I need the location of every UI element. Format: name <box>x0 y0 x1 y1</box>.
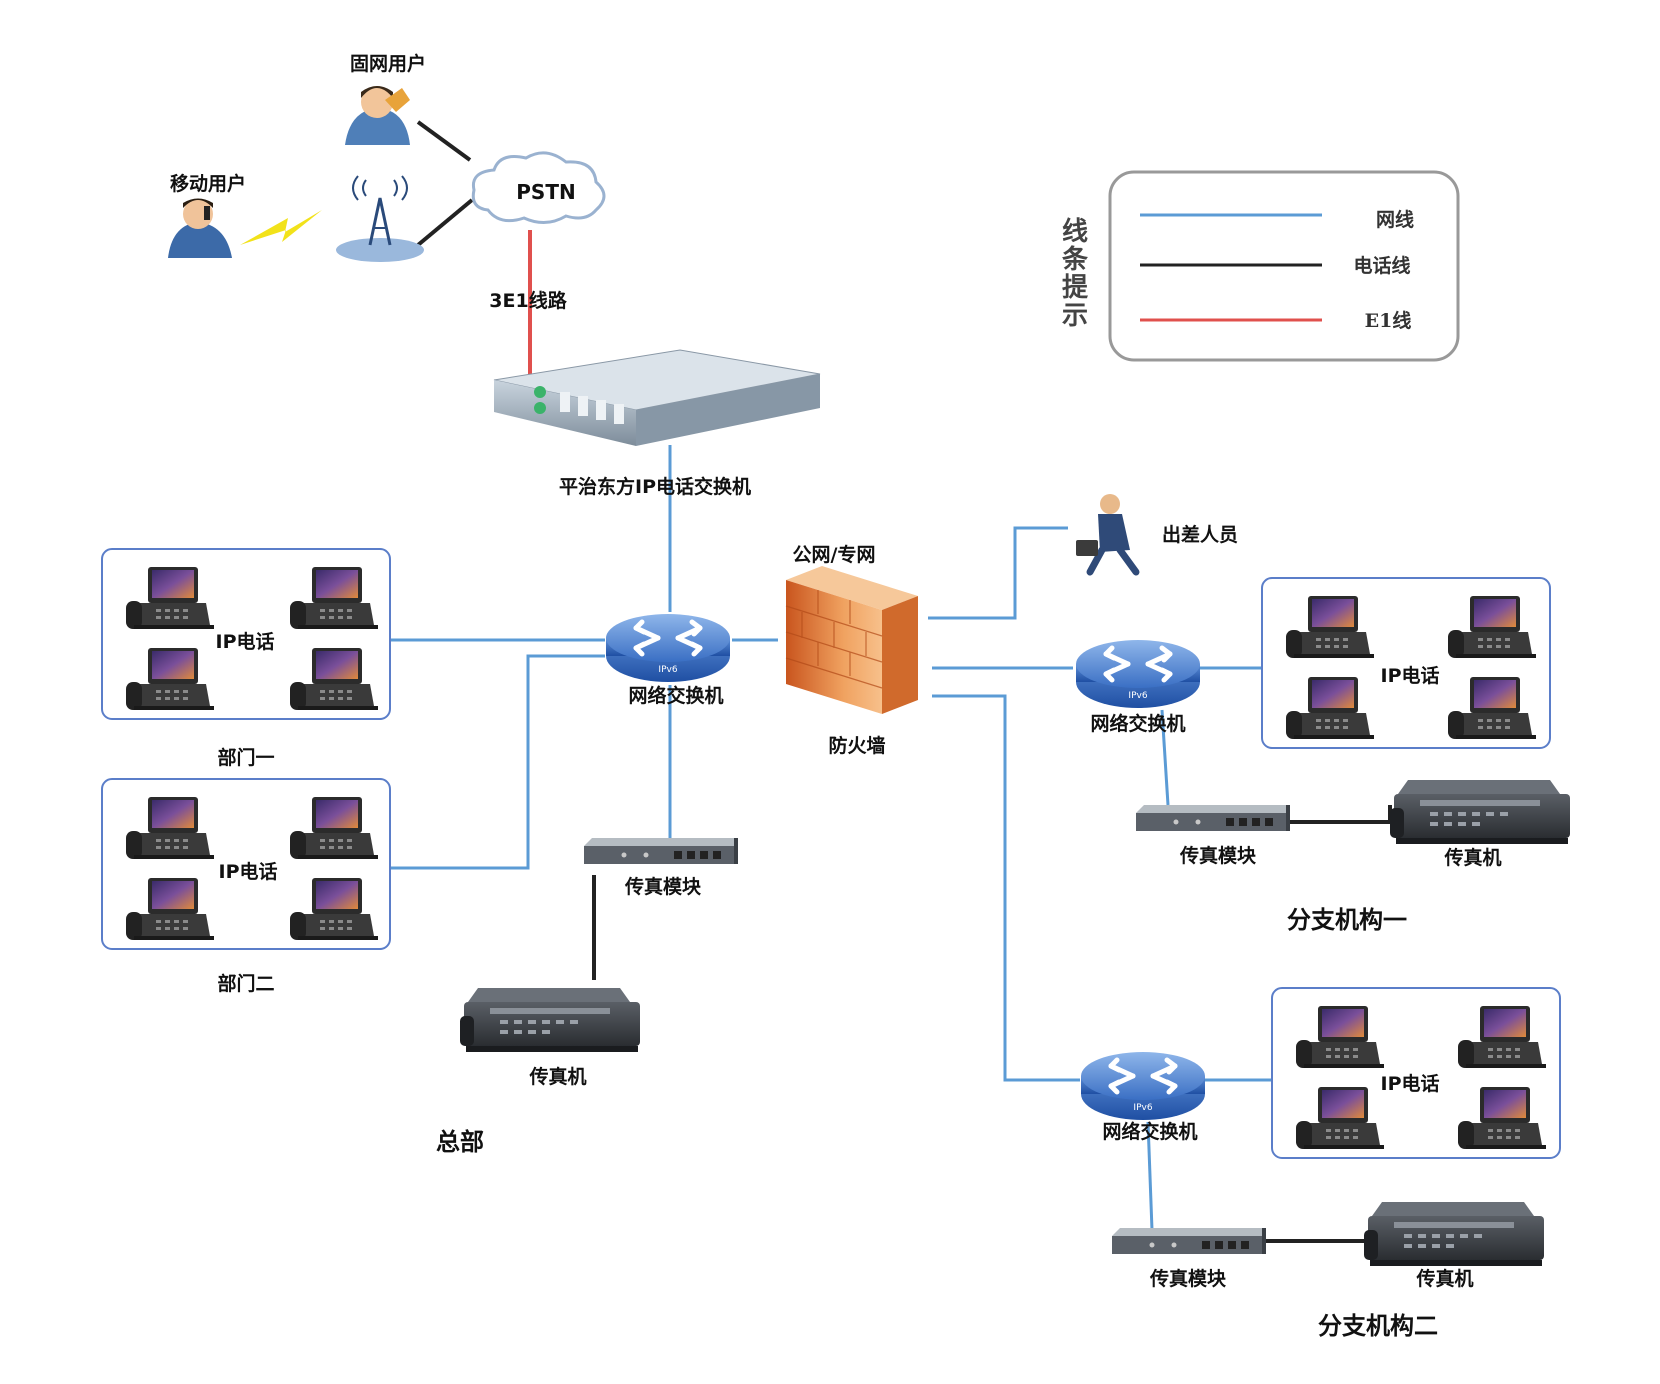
net-lines <box>390 445 1272 1231</box>
cloud-icon <box>471 151 606 224</box>
traveler-label: 出差人员 <box>1162 523 1238 546</box>
fax-machine-icon <box>460 988 640 1052</box>
branch1-switch-label: 网络交换机 <box>1090 712 1185 735</box>
fixed-user-label: 固网用户 <box>350 52 426 75</box>
hq-dept1-phone-group: IP电话 <box>101 548 391 720</box>
firewall-icon <box>785 566 918 714</box>
fax-machine-icon <box>1364 1202 1544 1266</box>
hq-fax-label: 传真机 <box>528 1065 586 1088</box>
fax-module-icon <box>1136 805 1290 831</box>
hq-fax-module-label: 传真模块 <box>624 875 702 898</box>
legend-item-e1: E1线 <box>1365 309 1412 332</box>
legend-item-net: 网线 <box>1376 208 1414 231</box>
branch2-phones-label: IP电话 <box>1381 1072 1440 1095</box>
router-icon <box>606 614 730 682</box>
branch2-label: 分支机构二 <box>1318 1312 1438 1340</box>
hq-label: 总部 <box>436 1128 484 1156</box>
branch1-fax-label: 传真机 <box>1443 846 1501 869</box>
branch1-label: 分支机构一 <box>1287 906 1407 934</box>
legend-title-char-4: 示 <box>1062 301 1088 331</box>
person-mobile-icon <box>168 198 232 258</box>
router-icon <box>1081 1052 1205 1120</box>
dept2-label: 部门二 <box>217 972 274 995</box>
traveler-icon <box>1076 494 1140 576</box>
branch2-fax-module-label: 传真模块 <box>1149 1267 1227 1290</box>
fax-module-icon <box>1112 1228 1266 1254</box>
cell-tower-icon <box>336 175 424 262</box>
branch2-switch-label: 网络交换机 <box>1102 1120 1197 1143</box>
hq-switch-label: 网络交换机 <box>628 684 723 707</box>
branch2-fax-label: 传真机 <box>1415 1267 1473 1290</box>
pstn-label: PSTN <box>516 180 575 204</box>
branch1-phones-label: IP电话 <box>1381 664 1440 687</box>
branch1-phone-group: IP电话 <box>1261 577 1551 749</box>
legend-title-char-1: 线 <box>1062 217 1088 247</box>
dept1-phones-label: IP电话 <box>216 630 275 653</box>
branch1-fax-module-label: 传真模块 <box>1179 844 1257 867</box>
legend-title-char-3: 提 <box>1062 273 1089 303</box>
dept2-phones-label: IP电话 <box>219 860 278 883</box>
mobile-user-label: 移动用户 <box>170 172 246 195</box>
fax-module-icon <box>584 838 738 864</box>
server-icon <box>493 349 821 446</box>
fax-machine-icon <box>1390 780 1570 844</box>
lightning-icon <box>240 210 322 245</box>
firewall-net-label: 公网/专网 <box>793 543 876 566</box>
dept1-label: 部门一 <box>217 746 274 769</box>
legend-title-char-2: 条 <box>1062 245 1089 275</box>
e1-link-label: 3E1线路 <box>489 289 567 312</box>
hq-dept2-phone-group: IP电话 <box>101 778 391 950</box>
router-icon <box>1076 640 1200 708</box>
firewall-label: 防火墙 <box>828 734 885 757</box>
legend: 网线 电话线 E1线 线 条 提 示 <box>1062 170 1460 362</box>
legend-item-phone: 电话线 <box>1353 254 1410 277</box>
pbx-label: 平治东方IP电话交换机 <box>559 475 751 498</box>
branch2-phone-group: IP电话 <box>1271 987 1561 1159</box>
person-phone-icon <box>345 86 410 145</box>
